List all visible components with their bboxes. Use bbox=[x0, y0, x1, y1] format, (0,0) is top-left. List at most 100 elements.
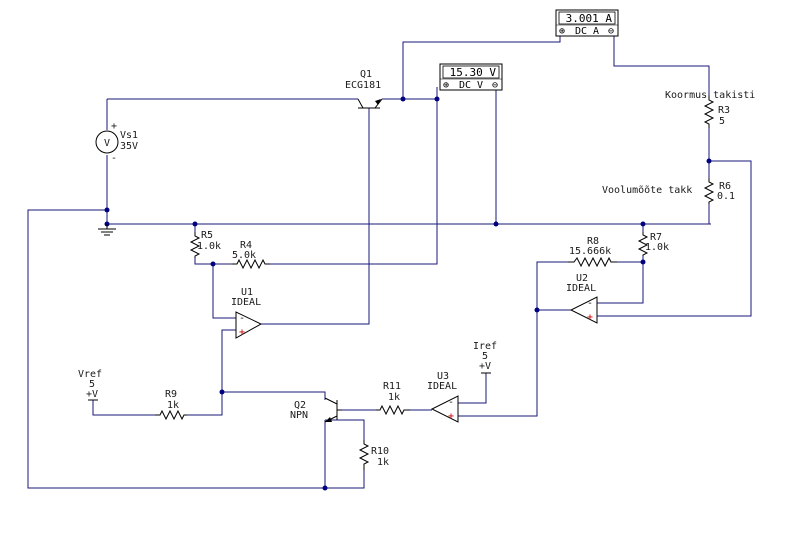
u1-minus-pin: - bbox=[239, 313, 245, 324]
u2-minus-wire bbox=[597, 256, 644, 304]
junction-dot bbox=[534, 307, 540, 313]
r6-sense-wire bbox=[597, 160, 752, 317]
r9-value-label: 1k bbox=[167, 400, 179, 411]
r10-resistor[interactable]: R10 1k bbox=[358, 440, 389, 470]
ammeter[interactable]: 3.001 A ⊕ DC A ⊖ bbox=[555, 9, 619, 37]
u2-minus-pin: - bbox=[587, 298, 593, 309]
voltmeter-plus-terminal: ⊕ bbox=[443, 80, 449, 91]
u1-model-label: IDEAL bbox=[231, 297, 261, 308]
vs1-value-label: 35V bbox=[120, 141, 138, 152]
u3-ref-label: U3 bbox=[437, 371, 449, 382]
junction-dot bbox=[219, 389, 225, 395]
junction-dot bbox=[706, 158, 712, 164]
r5-value-label: 1.0k bbox=[197, 241, 221, 252]
ammeter-display bbox=[558, 11, 616, 25]
r11-value-label: 1k bbox=[388, 392, 400, 403]
ammeter-mode: DC A bbox=[575, 26, 599, 37]
r8-left-wire bbox=[536, 261, 568, 310]
r7-value-label: 1.0k bbox=[645, 242, 669, 253]
emitter-feedback-wire bbox=[270, 99, 438, 265]
ammeter-readout: 3.001 A bbox=[566, 12, 613, 25]
u1-plus-wire bbox=[221, 329, 236, 392]
r6-note-label: Voolumõõte takk bbox=[602, 185, 692, 196]
q1-ref-label: Q1 bbox=[360, 69, 372, 80]
voltmeter[interactable]: 15.30 V ⊕ DC V ⊖ bbox=[439, 63, 503, 91]
iref-to-u3-wire bbox=[458, 373, 487, 404]
u3-plus-pin: + bbox=[448, 411, 454, 422]
r6-ref-label: R6 bbox=[719, 181, 731, 192]
r4-ref-label: R4 bbox=[240, 240, 252, 251]
r3-ref-label: R3 bbox=[718, 105, 730, 116]
vs1-plus-sign: + bbox=[111, 121, 117, 132]
r3-value-label: 5 bbox=[719, 116, 725, 127]
vref-ref-label: Vref bbox=[78, 369, 102, 380]
q2-transistor[interactable]: Q2 NPN bbox=[290, 397, 342, 423]
junction-dot bbox=[104, 207, 110, 213]
junction-dot bbox=[192, 221, 198, 227]
junction-dot bbox=[210, 261, 216, 267]
r10-bottom-wire bbox=[325, 470, 365, 489]
u2-opamp[interactable]: - + U2 IDEAL bbox=[566, 273, 598, 324]
u3-minus-pin: - bbox=[448, 397, 454, 408]
r5-resistor[interactable]: R5 1.0k bbox=[189, 230, 221, 258]
r5-ref-label: R5 bbox=[201, 230, 213, 241]
junction-dot bbox=[493, 221, 499, 227]
r4-value-label: 5.0k bbox=[232, 250, 256, 261]
voltmeter-mode: DC V bbox=[459, 80, 483, 91]
r9-resistor[interactable]: R9 1k bbox=[155, 389, 187, 421]
iref-supply[interactable]: Iref 5 +V bbox=[473, 341, 497, 374]
r11-resistor[interactable]: R11 1k bbox=[376, 381, 410, 416]
u2-model-label: IDEAL bbox=[566, 283, 596, 294]
voltmeter-minus-terminal: ⊖ bbox=[492, 80, 498, 91]
junction-dot bbox=[640, 259, 646, 265]
r3-resistor[interactable]: Koormus takisti R3 5 bbox=[665, 90, 755, 128]
q1-part-label: ECG181 bbox=[345, 80, 381, 91]
junction-dot bbox=[640, 221, 646, 227]
u2-out-to-u3-wire bbox=[458, 309, 571, 417]
u2-ref-label: U2 bbox=[576, 273, 588, 284]
junction-dot bbox=[322, 485, 328, 491]
ammeter-plus-terminal: ⊕ bbox=[559, 26, 565, 37]
voltmeter-display bbox=[442, 65, 500, 79]
vs1-minus-sign: - bbox=[111, 153, 117, 164]
vs1-source[interactable]: V + - Vs1 35V bbox=[95, 121, 138, 164]
r6-resistor[interactable]: Voolumõõte takk R6 0.1 bbox=[602, 178, 735, 204]
vref-supply[interactable]: Vref 5 +V bbox=[78, 369, 102, 401]
u3-opamp[interactable]: - + U3 IDEAL bbox=[427, 371, 459, 423]
r5-bottom-wire bbox=[194, 258, 232, 265]
vref-value-label: 5 bbox=[89, 379, 95, 390]
u1-opamp[interactable]: - + U1 IDEAL bbox=[231, 287, 263, 339]
voltmeter-readout: 15.30 V bbox=[450, 66, 497, 79]
u3-model-label: IDEAL bbox=[427, 381, 457, 392]
r11-ref-label: R11 bbox=[383, 381, 401, 392]
vref-supply-label: +V bbox=[86, 389, 98, 400]
u1-plus-pin: + bbox=[239, 327, 245, 338]
u1-ref-label: U1 bbox=[241, 287, 253, 298]
r3-note-label: Koormus takisti bbox=[665, 90, 755, 101]
r8-ref-label: R8 bbox=[587, 236, 599, 247]
r10-ref-label: R10 bbox=[371, 446, 389, 457]
r7-resistor[interactable]: R7 1.0k bbox=[637, 232, 669, 256]
r8-value-label: 15.666k bbox=[569, 246, 611, 257]
r9-ref-label: R9 bbox=[165, 389, 177, 400]
u1-minus-wire bbox=[212, 264, 236, 319]
q2-part-label: NPN bbox=[290, 410, 308, 421]
junction-dot bbox=[434, 96, 440, 102]
r8-resistor[interactable]: R8 15.666k bbox=[568, 236, 617, 268]
wires bbox=[27, 33, 752, 489]
u2-plus-pin: + bbox=[587, 312, 593, 323]
ground-return-loop-wire bbox=[27, 209, 325, 489]
u1-out-to-q1-base-wire bbox=[261, 108, 370, 325]
vref-to-r9-wire bbox=[92, 400, 155, 416]
q1-transistor[interactable]: Q1 ECG181 bbox=[345, 69, 383, 109]
r4-resistor[interactable]: R4 5.0k bbox=[232, 240, 270, 270]
r6-value-label: 0.1 bbox=[717, 191, 735, 202]
iref-supply-label: +V bbox=[479, 361, 491, 372]
iref-value-label: 5 bbox=[482, 351, 488, 362]
junctions bbox=[104, 96, 712, 491]
ground-icon bbox=[98, 224, 116, 236]
r7-ref-label: R7 bbox=[650, 232, 662, 243]
ammeter-to-r3-wire bbox=[613, 33, 710, 95]
r10-value-label: 1k bbox=[377, 457, 389, 468]
